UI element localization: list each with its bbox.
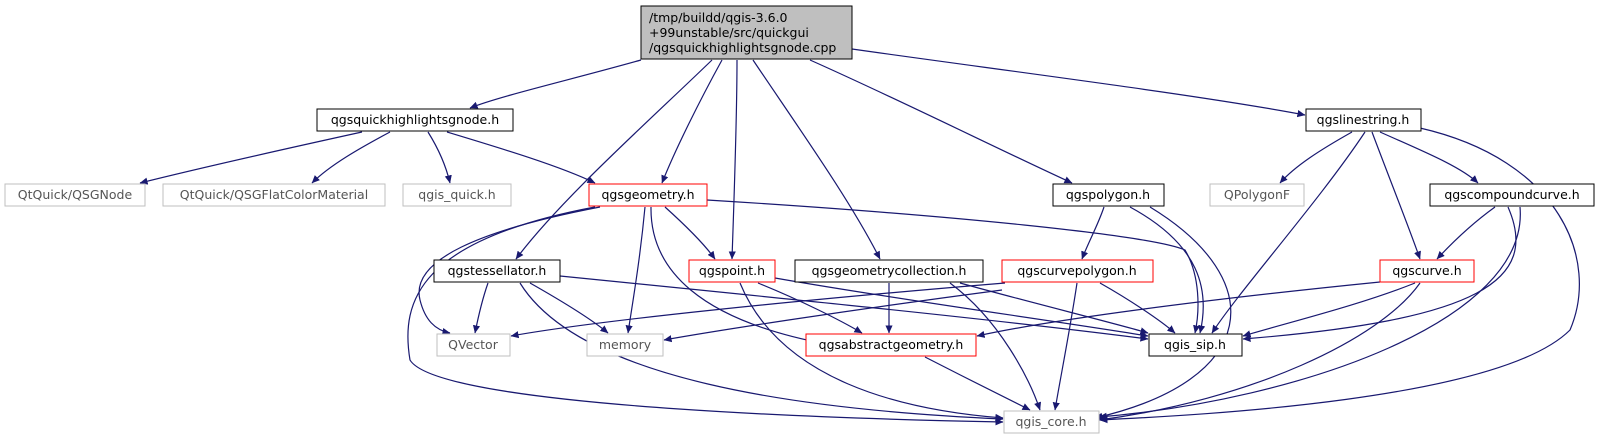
node-qvector: QVector bbox=[436, 333, 511, 357]
svg-text:qgis_sip.h: qgis_sip.h bbox=[1164, 337, 1226, 352]
svg-text:memory: memory bbox=[599, 337, 652, 352]
node-qgscurvepolygon-h[interactable]: qgscurvepolygon.h bbox=[1001, 259, 1154, 283]
svg-text:qgsabstractgeometry.h: qgsabstractgeometry.h bbox=[819, 337, 964, 352]
dependency-edges bbox=[139, 48, 1580, 426]
node-qgscurve-h[interactable]: qgscurve.h bbox=[1379, 259, 1475, 283]
svg-text:qgis_core.h: qgis_core.h bbox=[1015, 414, 1086, 429]
svg-text:qgsgeometry.h: qgsgeometry.h bbox=[601, 187, 694, 202]
edge-qgslinestring-h-to-qgis-sip-h bbox=[1211, 131, 1366, 334]
edge-qgslinestring-h-to-qgscurve-h bbox=[1371, 131, 1421, 260]
edge-qgsgeometrycollection-h-to-qgis-sip-h bbox=[959, 282, 1149, 335]
edge-root-to-qgspolygon-h bbox=[809, 59, 1073, 184]
edge-root-to-qgsgeometry-h bbox=[661, 59, 723, 184]
root-path-line-1: /tmp/buildd/qgis-3.6.0 bbox=[649, 10, 788, 25]
edge-qgsabstractgeometry-h-to-qgis-core-h bbox=[924, 356, 1031, 411]
node-qgsgeometry-h[interactable]: qgsgeometry.h bbox=[588, 183, 708, 207]
svg-text:QtQuick/QSGNode: QtQuick/QSGNode bbox=[18, 187, 133, 202]
node-qgsgeometrycollection-h[interactable]: qgsgeometrycollection.h bbox=[794, 259, 984, 283]
root-path-line-3: /qgsquickhighlightsgnode.cpp bbox=[649, 40, 836, 55]
edge-qgscurvepolygon-h-to-qgis-sip-h bbox=[1099, 282, 1176, 334]
edge-qgspoint-h-to-qgsabstractgeometry-h bbox=[757, 282, 863, 334]
edge-qgscurvepolygon-h-to-memory bbox=[663, 289, 1003, 343]
edge-qgscompoundcurve-h-to-qgscurve-h bbox=[1436, 206, 1496, 260]
node-qpolygonf: QPolygonF bbox=[1209, 183, 1305, 207]
node-memory: memory bbox=[586, 333, 664, 357]
svg-text:QVector: QVector bbox=[448, 337, 499, 352]
edge-root-to-qgstessellator-h bbox=[515, 59, 713, 260]
root-node[interactable]: /tmp/buildd/qgis-3.6.0 +99unstable/src/q… bbox=[640, 5, 853, 60]
node-qgspolygon-h[interactable]: qgspolygon.h bbox=[1052, 183, 1165, 207]
svg-text:qgspolygon.h: qgspolygon.h bbox=[1066, 187, 1150, 202]
edge-qgsgeometry-h-to-memory bbox=[625, 206, 646, 334]
node-qgis-sip-h[interactable]: qgis_sip.h bbox=[1148, 333, 1243, 357]
edge-qgscurvepolygon-h-to-qvector bbox=[510, 282, 1006, 339]
node-qsgnode: QtQuick/QSGNode bbox=[4, 183, 146, 207]
svg-text:qgscompoundcurve.h: qgscompoundcurve.h bbox=[1444, 187, 1579, 202]
node-qgis-quick-h: qgis_quick.h bbox=[402, 183, 512, 207]
edge-qgscompoundcurve-h-to-qgis-core-h bbox=[1098, 206, 1521, 420]
node-qgis-core-h: qgis_core.h bbox=[1003, 410, 1100, 434]
edge-qgstessellator-h-to-qgis-core-h bbox=[519, 282, 1004, 423]
edge-qgscurve-h-to-qgsabstractgeometry-h bbox=[976, 281, 1381, 338]
node-qgspoint-h[interactable]: qgspoint.h bbox=[688, 259, 776, 283]
edge-qgsgeometry-h-to-qgis-core-h bbox=[407, 206, 1004, 426]
edge-qgscurve-h-to-qgis-core-h bbox=[1098, 282, 1421, 423]
edge-qgspolygon-h-to-qgis-sip-h bbox=[1129, 206, 1206, 334]
edge-qgspoint-h-to-qgis-core-h bbox=[739, 282, 1004, 421]
edge-root-to-qgspoint-h bbox=[728, 59, 738, 260]
svg-text:qgspoint.h: qgspoint.h bbox=[699, 263, 765, 278]
edge-qgspolygon-h-to-qgis-core-h bbox=[1094, 206, 1232, 420]
svg-text:QtQuick/QSGFlatColorMaterial: QtQuick/QSGFlatColorMaterial bbox=[180, 187, 368, 202]
edge-qgstessellator-h-to-qvector bbox=[472, 282, 489, 334]
edge-qgslinestring-h-to-qgscompoundcurve-h bbox=[1379, 131, 1479, 184]
svg-text:qgis_quick.h: qgis_quick.h bbox=[418, 187, 495, 202]
edge-qgsquickhighlightsgnode-h-to-qgsgeometry-h bbox=[446, 131, 596, 184]
edge-qgscurvepolygon-h-to-qgis-core-h bbox=[1052, 282, 1078, 411]
node-qgsabstractgeometry-h[interactable]: qgsabstractgeometry.h bbox=[805, 333, 977, 357]
edge-qgsquickhighlightsgnode-h-to-qgis-quick-h bbox=[427, 131, 452, 184]
edge-qgstessellator-h-to-qgis-sip-h bbox=[559, 275, 1149, 342]
node-qgsquickhighlightsgnode-h[interactable]: qgsquickhighlightsgnode.h bbox=[316, 108, 514, 132]
edge-qgscompoundcurve-h-to-qgis-sip-h bbox=[1242, 206, 1517, 342]
edge-root-to-qgsgeometrycollection-h bbox=[752, 59, 881, 260]
edge-qgsquickhighlightsgnode-h-to-qsgnode bbox=[139, 131, 363, 185]
svg-text:QPolygonF: QPolygonF bbox=[1224, 187, 1290, 202]
edge-qgsgeometry-h-to-qgsabstractgeometry-h bbox=[650, 206, 827, 347]
svg-text:qgslinestring.h: qgslinestring.h bbox=[1317, 112, 1410, 127]
node-qgstessellator-h[interactable]: qgstessellator.h bbox=[433, 259, 561, 283]
svg-text:qgsgeometrycollection.h: qgsgeometrycollection.h bbox=[812, 263, 967, 278]
svg-text:qgscurve.h: qgscurve.h bbox=[1392, 263, 1461, 278]
root-path-line-2: +99unstable/src/quickgui bbox=[649, 25, 809, 40]
edge-root-to-qgslinestring-h bbox=[851, 48, 1306, 118]
node-qgslinestring-h[interactable]: qgslinestring.h bbox=[1305, 108, 1422, 132]
edge-qgspolygon-h-to-qgscurvepolygon-h bbox=[1081, 206, 1105, 260]
edge-qgspoint-h-to-qgis-sip-h bbox=[774, 277, 1149, 339]
edge-qgsgeometry-h-to-qgspoint-h bbox=[664, 206, 716, 260]
svg-text:qgscurvepolygon.h: qgscurvepolygon.h bbox=[1017, 263, 1136, 278]
edge-qgscurve-h-to-qgis-sip-h bbox=[1242, 282, 1416, 338]
edge-qgsgeometrycollection-h-to-qgis-core-h bbox=[949, 282, 1042, 411]
edge-qgslinestring-h-to-qgis-core-h bbox=[1099, 127, 1580, 424]
edge-qgslinestring-h-to-qpolygonf bbox=[1279, 131, 1353, 184]
edge-qgsquickhighlightsgnode-h-to-qsgflatcolormaterial bbox=[311, 131, 391, 184]
edge-qgsgeometry-h-to-qgis-sip-h bbox=[706, 199, 1201, 334]
node-qgscompoundcurve-h[interactable]: qgscompoundcurve.h bbox=[1429, 183, 1595, 207]
svg-text:qgsquickhighlightsgnode.h: qgsquickhighlightsgnode.h bbox=[331, 112, 499, 127]
edge-qgstessellator-h-to-memory bbox=[529, 282, 609, 334]
svg-text:qgstessellator.h: qgstessellator.h bbox=[448, 263, 547, 278]
edge-root-to-qgsquickhighlightsgnode-h bbox=[469, 59, 642, 109]
node-qsgflatcolormaterial: QtQuick/QSGFlatColorMaterial bbox=[162, 183, 386, 207]
